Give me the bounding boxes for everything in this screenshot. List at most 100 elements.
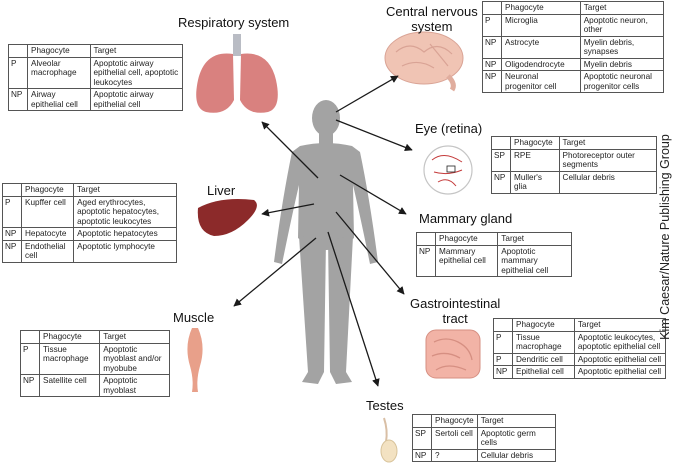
label-testes: Testes	[366, 398, 404, 413]
phagocyte-cell: RPE	[510, 148, 560, 172]
arrows	[233, 75, 413, 387]
target-cell: Apoptotic mammary epithelial cell	[497, 244, 572, 277]
label-gi-line2: tract	[442, 311, 468, 326]
header-blank-cell	[412, 414, 432, 428]
phagocyte-cell: Oligodendrocyte	[501, 57, 581, 71]
target-cell: Apoptotic neuronal progenitor cells	[579, 70, 665, 93]
testis-icon	[380, 417, 398, 463]
code-cell: P	[482, 13, 502, 37]
phagocyte-cell: Airway epithelial cell	[27, 88, 91, 111]
phagocyte-cell: Muller's glia	[510, 170, 560, 194]
phagocyte-cell: Mammary epithelial cell	[434, 244, 499, 277]
target-cell: Apoptotic airway epithelial cell, apopto…	[89, 56, 183, 89]
arrow-respiratory	[261, 121, 319, 179]
target-cell: Apoptotic hepatocytes	[73, 227, 177, 241]
phagocyte-cell: Tissue macrophage	[512, 330, 575, 354]
target-cell: Apoptotic lymphocyte	[73, 239, 177, 263]
header-phagocyte: Phagocyte	[512, 318, 575, 332]
muscle-icon	[187, 328, 203, 392]
label-respiratory: Respiratory system	[178, 15, 290, 30]
label-liver: Liver	[207, 183, 236, 198]
eye-icon	[423, 145, 473, 195]
target-cell: Apoptotic airway epithelial cell	[89, 88, 183, 111]
header-target: Target	[476, 414, 557, 428]
target-cell: Cellular debris	[476, 448, 557, 462]
human-body-silhouette	[274, 100, 378, 384]
phagocyte-cell: Endothelial cell	[20, 239, 75, 263]
intestine-icon	[425, 329, 481, 379]
code-cell: NP	[412, 448, 432, 462]
phagocyte-cell: ?	[431, 448, 478, 462]
phagocyte-cell: Tissue macrophage	[38, 342, 101, 375]
code-cell: P	[8, 56, 28, 89]
header-phagocyte: Phagocyte	[38, 330, 101, 344]
label-cns-line2: system	[411, 19, 453, 34]
code-cell: NP	[8, 88, 28, 111]
code-cell: NP	[2, 239, 22, 263]
code-cell: NP	[493, 365, 513, 379]
code-cell: P	[493, 330, 513, 354]
header-phagocyte: Phagocyte	[510, 136, 560, 150]
table-row: NP?Cellular debris	[412, 448, 557, 462]
liver-icon	[197, 199, 257, 236]
label-gi-line1: Gastrointestinal	[410, 296, 501, 311]
header-phagocyte: Phagocyte	[27, 44, 91, 58]
brain-icon	[384, 31, 464, 92]
header-target: Target	[579, 1, 665, 15]
target-cell: Apoptotic myoblast and/or myobube	[99, 342, 170, 375]
phagocyte-cell: Alveolar macrophage	[27, 56, 91, 89]
header-target: Target	[89, 44, 183, 58]
phagocyte-cell: Sertoli cell	[431, 426, 478, 450]
phagocyte-cell: Kupffer cell	[20, 195, 75, 228]
label-mammary: Mammary gland	[419, 211, 513, 226]
target-cell: Apoptotic germ cells	[476, 426, 557, 450]
arrow-testes	[327, 231, 380, 387]
header-blank-cell	[8, 44, 28, 58]
phagocyte-cell: Hepatocyte	[20, 227, 75, 241]
target-cell: Apoptotic neuron, other	[579, 13, 665, 37]
code-cell: NP	[2, 227, 22, 241]
arrow-cns	[335, 75, 399, 113]
header-target: Target	[558, 136, 658, 150]
phagocyte-cell: Dendritic cell	[512, 352, 575, 366]
code-cell: P	[20, 342, 40, 375]
label-muscle: Muscle	[173, 310, 215, 325]
header-target: Target	[573, 318, 667, 332]
header-blank-cell	[2, 183, 22, 197]
code-cell: P	[493, 352, 513, 366]
target-cell: Myelin debris, synapses	[579, 35, 665, 59]
code-cell: NP	[482, 70, 502, 93]
arrow-muscle	[233, 237, 317, 307]
code-cell: SP	[491, 148, 511, 172]
header-blank-cell	[482, 1, 502, 15]
code-cell: NP	[482, 35, 502, 59]
phagocyte-cell: Astrocyte	[501, 35, 581, 59]
code-cell: NP	[482, 57, 502, 71]
